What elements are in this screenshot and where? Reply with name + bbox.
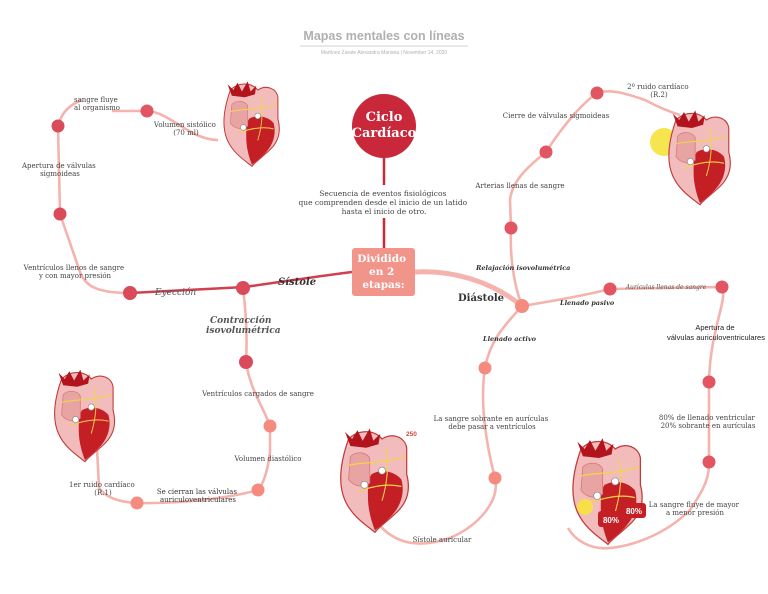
hub-label: Dividido en 2 etapas: [357, 253, 410, 291]
node-llenado-activo[interactable] [478, 361, 492, 375]
sangre-fluye-label: sangre fluye al organismo [74, 96, 120, 112]
heart-illustration-top-left [223, 80, 280, 167]
ventriculos-cargados-label: Ventrículos cargados de sangre [201, 390, 314, 398]
sistole-label: Sístole [278, 277, 316, 288]
volumen-sistolico-label: Volumen sistólico (70 ml) [153, 121, 218, 137]
node-se-cierran[interactable] [130, 496, 144, 510]
hub-box[interactable] [352, 248, 415, 296]
llenado-activo-label: Llenado activo [482, 335, 537, 343]
ventriculos-llenos-label: Ventrículos llenos de sangre y con mayor… [23, 264, 127, 280]
node-eyeccion[interactable] [123, 286, 137, 300]
porcentajes-label: 80% de llenado ventricular 20% sobrante … [659, 414, 757, 430]
heart-percent-badge-2 [622, 503, 646, 518]
heart-illustration-bottom-right: 80% 80% [572, 437, 646, 546]
node-ventriculos-cargados[interactable] [263, 419, 277, 433]
heart-partial-number: 250 [406, 431, 417, 438]
relajacion-label: Relajación isovolumétrica [475, 264, 570, 272]
heart-percent-badge-1 [598, 511, 624, 527]
diastole-right-line [566, 286, 725, 550]
apertura-sigmoideas-label: Apertura de válvulas sigmoideas [21, 162, 98, 178]
node-porcentajes[interactable] [702, 455, 716, 469]
heart-percent-2: 80% [626, 507, 642, 516]
heart-illustration-top-right [650, 109, 731, 206]
sangre-sobrante-label: La sangre sobrante en aurículas debe pas… [434, 415, 551, 431]
se-cierran-label: Se cierran las válvulas auriculoventricu… [157, 488, 239, 504]
eyeccion-label: Eyección [154, 287, 196, 298]
central-topic-circle[interactable] [352, 94, 416, 158]
nodes [51, 86, 729, 510]
llenado-pasivo-label: Llenado pasivo [559, 299, 615, 307]
node-diastole[interactable] [515, 299, 529, 313]
central-topic-line2: Cardíaco [352, 126, 417, 141]
node-sistole[interactable] [236, 281, 250, 295]
diastole-branch [414, 269, 524, 308]
node-volumen-sistolico[interactable] [140, 104, 154, 118]
heart-illustration-bottom-center [340, 427, 409, 533]
contraccion-label: Contracción isovolumétrica [206, 315, 281, 336]
node-segundo-ruido[interactable] [590, 86, 604, 100]
sangre-fluye-mayor-label: La sangre fluye de mayor a menor presión [649, 501, 741, 517]
relajacion-line [508, 89, 681, 307]
segundo-ruido-label: 2º ruido cardíaco (R.2) [627, 83, 691, 99]
heart-valve-highlight-icon-2 [577, 499, 593, 515]
node-apertura-sigmoideas[interactable] [51, 119, 65, 133]
apertura-av-label: Apertura de válvulas auriculoventricular… [667, 323, 765, 342]
author-byline: Martínez Zarate Alexandra Mariana | Nove… [321, 50, 448, 56]
node-contraccion[interactable] [239, 355, 253, 369]
page-title: Mapas mentales con líneas [303, 29, 464, 43]
primer-ruido-label: 1er ruido cardíaco (R.1) [69, 481, 137, 497]
node-ventriculos-llenos[interactable] [53, 207, 67, 221]
central-definition: Secuencia de eventos fisiológicos que co… [298, 189, 469, 216]
auriculas-llenas-label: Aurículas llenas de sangre [625, 284, 707, 291]
diastole-label: Diástole [458, 293, 504, 304]
volumen-diastolico-label: Volumen diastólico [233, 455, 301, 463]
sistole-auricular-label: Sístole auricular [413, 536, 472, 544]
central-topic-line1: Ciclo [366, 110, 403, 125]
node-llenado-pasivo[interactable] [603, 282, 617, 296]
node-volumen-diastolico[interactable] [251, 483, 265, 497]
node-arterias-llenas[interactable] [504, 221, 518, 235]
cierre-sigmoideas-label: Cierre de válvulas sigmoideas [503, 112, 610, 120]
node-sangre-sobrante[interactable] [488, 471, 502, 485]
node-apertura-av[interactable] [702, 375, 716, 389]
node-cierre-sigmoideas[interactable] [539, 145, 553, 159]
node-auriculas-llenas[interactable] [715, 280, 729, 294]
arterias-llenas-label: Arterias llenas de sangre [474, 182, 564, 190]
heart-percent-1: 80% [603, 516, 619, 525]
heart-illustration-bottom-left [54, 369, 116, 463]
